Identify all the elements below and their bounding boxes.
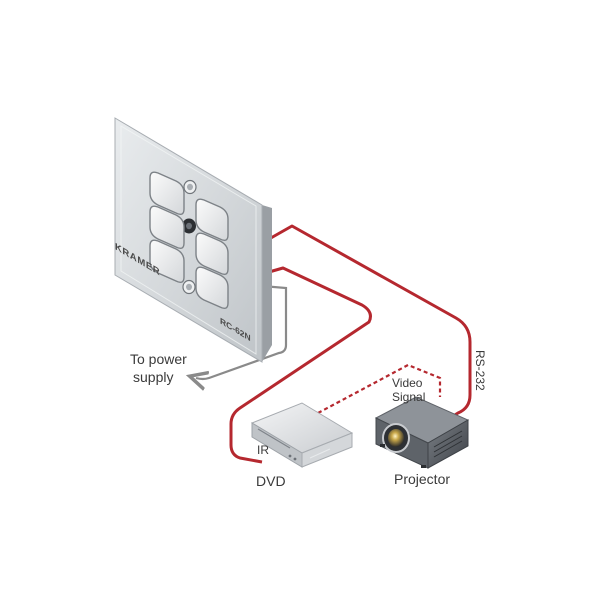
control-panel: KRAMER RC-62N [114,117,272,363]
panel-button-6[interactable] [195,266,229,310]
projector-label: Projector [394,471,450,487]
screw-top [183,179,197,195]
video-signal-label-line1: Video [392,376,423,390]
panel-button-5[interactable] [195,232,229,276]
panel-button-4[interactable] [195,198,229,242]
power-cable [196,284,288,379]
power-label-line2: supply [133,369,173,385]
ir-sensor [182,218,196,234]
panel-button-3[interactable] [149,239,185,284]
power-label-line1: To power [130,351,187,367]
panel-button-2[interactable] [149,205,185,250]
video-signal-cable [317,363,442,414]
rs232-cable [261,224,472,420]
ir-label: IR [257,443,269,457]
dvd-label: DVD [256,473,286,489]
projector [374,396,470,469]
dvd-player [250,402,354,468]
video-signal-label-line2: Signal [392,390,425,404]
ir-cable [229,266,372,464]
panel-face [114,117,263,363]
panel-button-1[interactable] [149,171,185,216]
projector-lens [382,423,410,453]
rs232-label: RS-232 [473,350,487,391]
screw-bottom [182,279,196,295]
